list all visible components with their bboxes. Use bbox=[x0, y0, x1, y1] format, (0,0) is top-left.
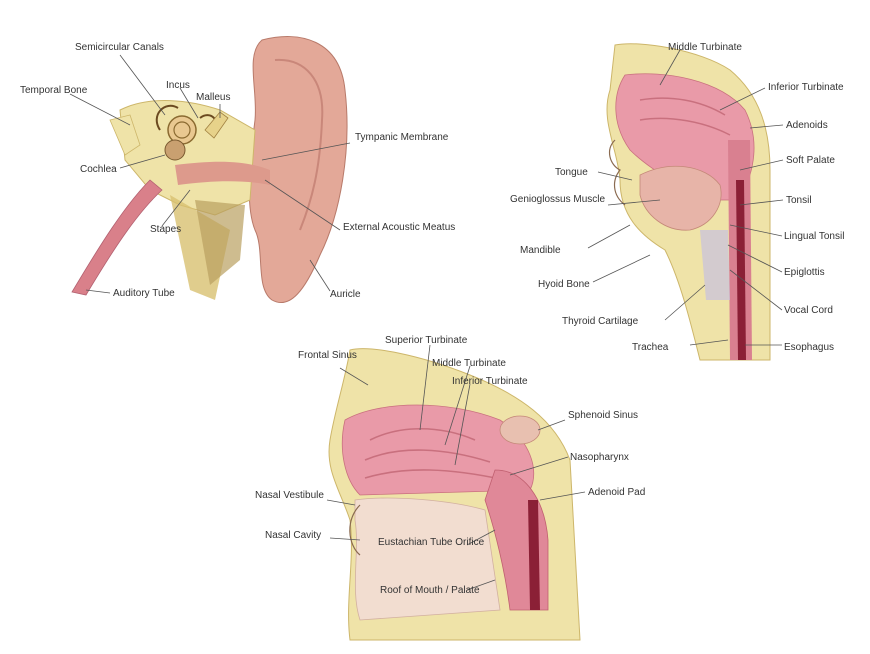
label-genioglossus-muscle: Genioglossus Muscle bbox=[510, 194, 605, 205]
label-tongue: Tongue bbox=[555, 167, 588, 178]
label-roof-of-mouth: Roof of Mouth / Palate bbox=[380, 585, 480, 596]
label-tympanic-membrane: Tympanic Membrane bbox=[355, 132, 449, 143]
label-nasal-vestibule: Nasal Vestibule bbox=[255, 490, 324, 501]
label-external-acoustic-meatus: External Acoustic Meatus bbox=[343, 222, 455, 233]
label-thyroid-cartilage: Thyroid Cartilage bbox=[562, 316, 639, 327]
label-nasal-cavity: Nasal Cavity bbox=[265, 530, 321, 541]
label-cochlea: Cochlea bbox=[80, 164, 117, 175]
auditory-tube-shape bbox=[72, 180, 162, 295]
label-esophagus: Esophagus bbox=[784, 342, 834, 353]
label-stapes: Stapes bbox=[150, 224, 181, 235]
label-adenoids: Adenoids bbox=[786, 120, 828, 131]
label-auditory-tube: Auditory Tube bbox=[113, 288, 175, 299]
label-inferior-turbinate-throat: Inferior Turbinate bbox=[768, 82, 844, 93]
label-auricle: Auricle bbox=[330, 289, 361, 300]
nose-panel: Superior Turbinate Frontal Sinus Middle … bbox=[255, 335, 645, 640]
label-tonsil: Tonsil bbox=[786, 195, 812, 206]
label-eustachian-tube-orifice: Eustachian Tube Orifice bbox=[378, 537, 485, 548]
label-middle-turbinate-throat: Middle Turbinate bbox=[668, 42, 742, 53]
label-temporal-bone: Temporal Bone bbox=[20, 85, 88, 96]
label-sphenoid-sinus: Sphenoid Sinus bbox=[568, 410, 638, 421]
ear-panel: Semicircular Canals Incus Malleus Tempor… bbox=[20, 37, 455, 303]
label-mandible: Mandible bbox=[520, 245, 561, 256]
label-malleus: Malleus bbox=[196, 92, 230, 103]
label-adenoid-pad: Adenoid Pad bbox=[588, 487, 645, 498]
label-hyoid-bone: Hyoid Bone bbox=[538, 279, 590, 290]
label-semicircular-canals: Semicircular Canals bbox=[75, 42, 164, 53]
label-soft-palate: Soft Palate bbox=[786, 155, 835, 166]
label-vocal-cord: Vocal Cord bbox=[784, 305, 833, 316]
label-epiglottis: Epiglottis bbox=[784, 267, 825, 278]
label-incus: Incus bbox=[166, 80, 190, 91]
throat-panel: Middle Turbinate Inferior Turbinate Aden… bbox=[510, 42, 844, 360]
label-superior-turbinate: Superior Turbinate bbox=[385, 335, 468, 346]
label-trachea: Trachea bbox=[632, 342, 669, 353]
label-inferior-turbinate-nose: Inferior Turbinate bbox=[452, 376, 528, 387]
label-lingual-tonsil: Lingual Tonsil bbox=[784, 231, 844, 242]
label-middle-turbinate-nose: Middle Turbinate bbox=[432, 358, 506, 369]
label-frontal-sinus: Frontal Sinus bbox=[298, 350, 357, 361]
label-nasopharynx: Nasopharynx bbox=[570, 452, 629, 463]
